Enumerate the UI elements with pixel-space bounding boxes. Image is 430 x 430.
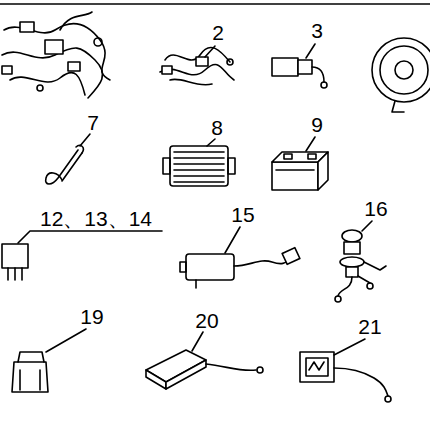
relay: [272, 58, 327, 88]
callout-number: 9: [311, 114, 323, 135]
leader-line: [306, 137, 315, 151]
callout-number: 16: [364, 198, 387, 219]
leader-line: [306, 44, 315, 58]
ignition-switch: [335, 230, 386, 302]
leader-line: [225, 227, 240, 253]
callout-number: 2: [212, 22, 224, 43]
ignition-coil: [180, 248, 300, 288]
sub-harness: [160, 47, 234, 84]
callout-number: 8: [211, 117, 223, 138]
callout-number: 15: [231, 204, 254, 225]
regulator-rectifier: [163, 146, 235, 186]
leader-line: [362, 221, 372, 231]
callout-number: 7: [87, 112, 99, 133]
leader-line: [80, 134, 90, 146]
leader-line: [334, 339, 365, 355]
callout-number: 20: [195, 310, 218, 331]
relay-set: [2, 244, 28, 280]
leader-line: [18, 231, 162, 243]
callout-number: 21: [358, 316, 381, 337]
callout-number: 3: [311, 20, 323, 41]
callout-number: 12、13、14: [40, 208, 152, 229]
starter-relay: [300, 352, 391, 402]
horn: [372, 38, 430, 112]
flasher-unit: [12, 352, 48, 392]
wiring-harness: [2, 12, 110, 98]
leader-line: [192, 332, 203, 351]
battery: [272, 152, 328, 190]
callout-number: 19: [80, 306, 103, 327]
frame-line: [0, 3, 430, 5]
leader-line: [205, 46, 215, 57]
wire-clip: [46, 145, 84, 184]
cdi-unit: [146, 350, 263, 389]
leader-line: [46, 329, 86, 352]
leader-line: [207, 139, 215, 146]
